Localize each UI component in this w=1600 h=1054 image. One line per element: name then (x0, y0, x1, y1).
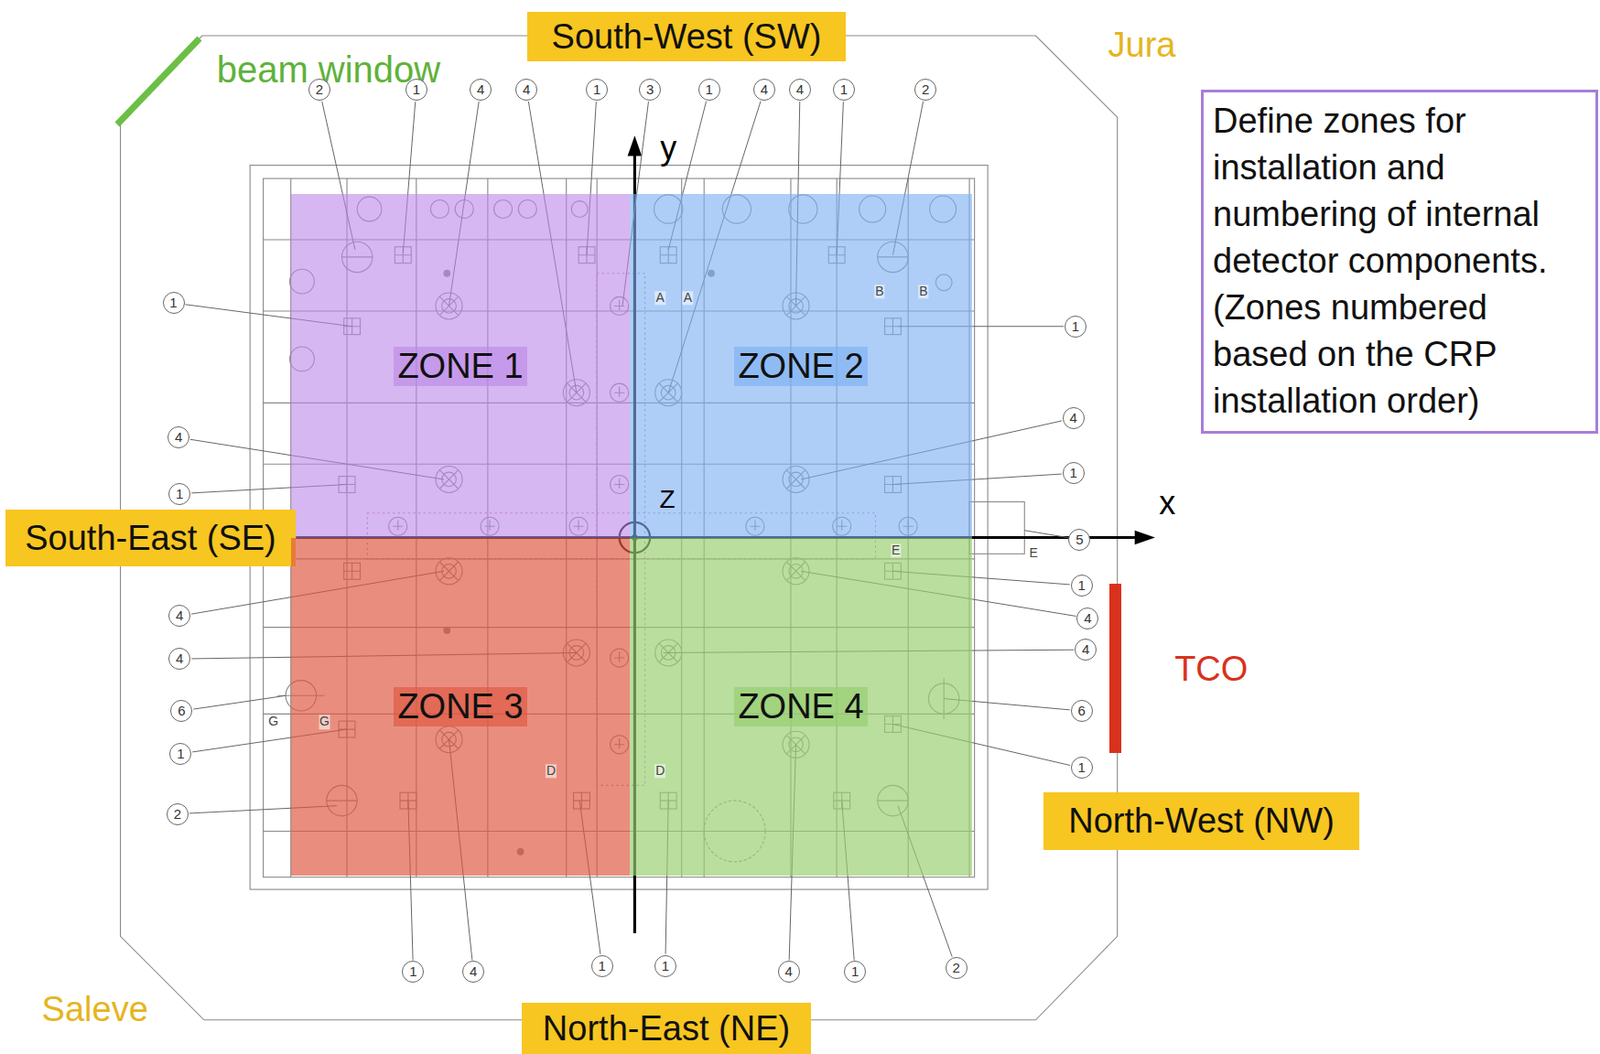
direction-label: South-East (SE) (5, 509, 296, 567)
zone-name: ZONE 3 (393, 687, 527, 727)
tco-bar (1109, 583, 1122, 754)
section-letter: A (682, 291, 693, 305)
note-text: Define zones for installation and number… (1212, 97, 1559, 425)
callout-number: 4 (1062, 407, 1085, 430)
callout-number: 1 (401, 961, 424, 984)
zone-area: ZONE 4 (629, 538, 973, 876)
section-letter: A (655, 291, 666, 305)
callout-number: 1 (405, 78, 428, 101)
section-letter: D (545, 764, 557, 779)
callout-number: 1 (654, 955, 677, 978)
callout-number: 4 (515, 78, 538, 101)
callout-number: 1 (591, 955, 614, 978)
callout-number: 1 (168, 483, 191, 506)
direction-label: South-West (SW) (527, 11, 846, 62)
roof-frame (263, 178, 975, 878)
direction-label: North-West (NW) (1043, 792, 1360, 851)
zone-name: ZONE 4 (734, 687, 867, 727)
section-letter: D (654, 764, 666, 779)
zone-area: ZONE 1 (291, 194, 630, 539)
section-letter: G (267, 715, 280, 730)
site-label: Jura (1107, 26, 1176, 65)
section-letter: E (890, 543, 901, 558)
callout-number: 6 (1070, 700, 1093, 723)
callout-number: 4 (789, 78, 811, 101)
callout-number: 3 (638, 78, 661, 101)
note-box: Define zones for installation and number… (1200, 89, 1599, 434)
callout-number: 2 (308, 78, 331, 101)
callout-number: 6 (170, 700, 193, 723)
zone-area: ZONE 3 (291, 538, 630, 876)
callout-number: 1 (1070, 574, 1093, 597)
axis-label: x (1158, 485, 1176, 522)
callout-number: 4 (1074, 638, 1097, 661)
axis-label: Z (659, 486, 676, 515)
callout-number: 1 (1062, 462, 1085, 485)
callout-number: 1 (832, 78, 855, 101)
section-letter: B (918, 284, 929, 299)
callout-number: 4 (1076, 607, 1099, 630)
callout-number: 4 (167, 426, 190, 449)
callout-number: 1 (1064, 315, 1087, 338)
callout-number: 4 (168, 648, 191, 671)
leader-line (1024, 530, 1068, 539)
axis-label: y (659, 129, 677, 167)
section-letter: E (1028, 547, 1039, 562)
callout-number: 2 (914, 78, 937, 101)
callout-number: 1 (162, 291, 185, 314)
leader-line (193, 695, 286, 710)
callout-number: 4 (168, 605, 191, 628)
section-letter: B (874, 284, 885, 299)
axis-arrowhead (627, 135, 643, 156)
roof-frame (249, 165, 988, 891)
zone-name: ZONE 2 (734, 346, 867, 387)
callout-number: 1 (169, 743, 192, 766)
direction-name: South-East (SE) (24, 518, 277, 559)
side-box (969, 501, 1025, 554)
zone-name: ZONE 1 (393, 346, 527, 387)
callout-number: 4 (778, 961, 800, 984)
direction-label: North-East (NE) (521, 1003, 811, 1054)
beam-window (117, 38, 200, 125)
direction-name: South-West (SW) (551, 17, 822, 57)
area-label: TCO (1174, 651, 1248, 691)
callout-number: 2 (945, 957, 968, 980)
callout-number: 2 (166, 803, 189, 826)
direction-name: North-West (NW) (1068, 801, 1335, 842)
direction-name: North-East (NE) (542, 1009, 790, 1049)
callout-number: 4 (469, 78, 492, 101)
section-letter: G (318, 715, 331, 730)
callout-number: 1 (1070, 756, 1093, 779)
callout-number: 1 (585, 78, 608, 101)
callout-number: 1 (698, 78, 721, 101)
callout-number: 4 (462, 961, 485, 984)
zone-area: ZONE 2 (629, 194, 973, 539)
callout-number: 1 (843, 961, 866, 984)
site-label: Saleve (42, 991, 149, 1030)
axis-arrowhead (1135, 530, 1156, 546)
callout-number: 4 (753, 78, 776, 101)
callout-number: 5 (1068, 529, 1091, 552)
